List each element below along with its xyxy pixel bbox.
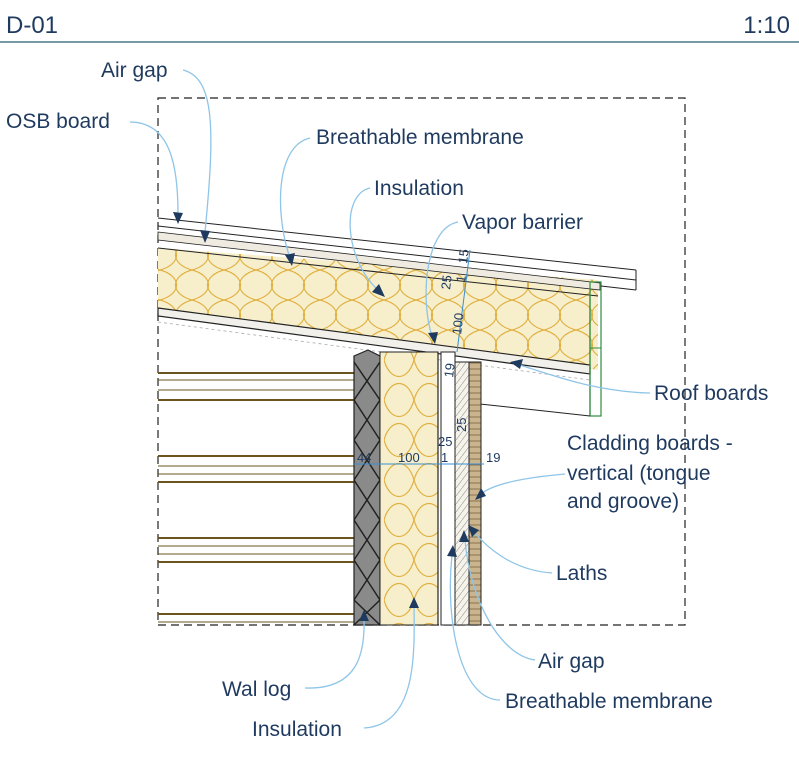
label-roof-boards: Roof boards	[654, 382, 768, 405]
roof-top-line	[157, 217, 637, 271]
label-air-gap-roof: Air gap	[101, 59, 168, 82]
interior-logs	[158, 372, 354, 623]
detail-scale: 1:10	[743, 12, 790, 39]
soffit-line	[479, 403, 591, 417]
dim-wall-vertical-25: 25	[454, 418, 469, 432]
label-cladding-1: Cladding boards -	[567, 432, 733, 455]
wall-log	[353, 349, 381, 626]
label-wall-log: Wal log	[222, 678, 291, 701]
label-osb-board: OSB board	[6, 110, 110, 133]
vapor-barrier-line	[157, 321, 591, 381]
fascia-board	[589, 281, 602, 417]
wall-laths	[454, 361, 470, 626]
roof-dimensions: 15 1 25 100 19	[438, 248, 472, 378]
dim-roof-19: 19	[441, 362, 458, 378]
label-insulation-wall: Insulation	[252, 718, 342, 741]
label-insulation-roof: Insulation	[374, 177, 464, 200]
leaders	[129, 69, 651, 729]
dim-wall-25: 25	[438, 434, 452, 449]
label-cladding-3: and groove)	[567, 490, 679, 513]
dim-wall-19: 19	[486, 450, 500, 465]
label-laths: Laths	[556, 562, 607, 585]
label-vapor-barrier: Vapor barrier	[462, 211, 583, 234]
wall-insulation	[379, 351, 439, 626]
detail-id: D-01	[6, 12, 58, 39]
osb-board	[157, 231, 601, 291]
label-breathable-membrane-wall: Breathable membrane	[505, 690, 713, 713]
dim-roof-25: 25	[438, 274, 455, 290]
membrane-line	[157, 247, 599, 297]
dim-wall-100: 100	[398, 450, 420, 465]
dim-wall-1: 1	[441, 450, 448, 465]
label-air-gap-wall: Air gap	[538, 650, 605, 673]
wall-dimensions: 44 100 1 19 25 25	[354, 418, 500, 465]
dim-roof-1: 1	[453, 274, 469, 283]
roof-assembly	[157, 217, 637, 417]
wall-air-gap	[440, 351, 456, 626]
dim-roof-15: 15	[455, 248, 472, 264]
roof-insulation	[158, 248, 598, 370]
label-breathable-membrane-roof: Breathable membrane	[316, 126, 524, 149]
label-cladding-2: vertical (tongue	[567, 462, 711, 485]
dim-roof-100: 100	[449, 312, 467, 335]
dim-wall-44: 44	[357, 450, 371, 465]
air-gap-line	[157, 225, 637, 281]
